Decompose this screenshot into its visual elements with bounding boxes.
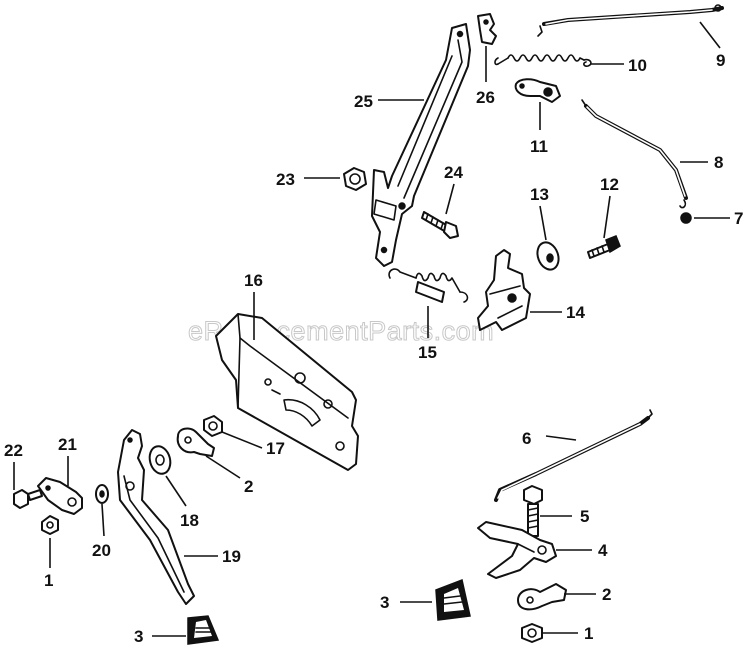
part-spring-lower <box>388 268 469 303</box>
part-lever-tab-a <box>176 427 215 457</box>
callout-5: 5 <box>580 507 589 526</box>
part-screw-24 <box>421 211 459 239</box>
part-clip <box>477 13 497 45</box>
part-throttle-arm <box>477 521 557 579</box>
callout-12: 12 <box>600 175 619 194</box>
callout-23: 23 <box>276 170 295 189</box>
part-governor-lever <box>371 23 471 267</box>
part-link-21 <box>37 477 83 515</box>
part-hex-nut-1a <box>41 515 59 535</box>
callout-22: 22 <box>4 441 23 460</box>
part-knob-a <box>187 615 220 645</box>
callout-20: 20 <box>92 541 111 560</box>
callout-18: 18 <box>180 511 199 530</box>
part-hex-nut-23 <box>343 167 367 191</box>
part-lever-tab-b <box>517 583 567 611</box>
part-throttle-rod <box>494 409 653 502</box>
part-screw-12 <box>587 235 621 259</box>
callout-10: 10 <box>628 56 647 75</box>
callout-9: 9 <box>716 51 725 70</box>
part-washer-13 <box>536 241 560 271</box>
callout-13: 13 <box>530 185 549 204</box>
part-governor-rod <box>537 4 724 37</box>
part-hex-nut-1b <box>521 623 543 643</box>
callout-3-left: 3 <box>134 627 143 646</box>
part-hex-nut-17 <box>203 415 223 437</box>
callout-26: 26 <box>476 88 495 107</box>
callout-25: 25 <box>354 92 373 111</box>
leader-lines <box>13 21 730 637</box>
callout-16: 16 <box>244 271 263 290</box>
callout-1-bottom: 1 <box>584 624 593 643</box>
callout-19: 19 <box>222 547 241 566</box>
callout-11: 11 <box>530 137 548 156</box>
part-bolt-5 <box>523 485 543 537</box>
part-bracket-14 <box>477 249 531 331</box>
part-throttle-lever <box>117 429 195 605</box>
part-lock-washer-20 <box>95 484 109 504</box>
part-washer-18 <box>148 445 172 475</box>
callout-3-right: 3 <box>380 593 389 612</box>
callout-2-bottom: 2 <box>602 585 611 604</box>
callout-21: 21 <box>58 435 77 454</box>
callout-4: 4 <box>598 541 608 560</box>
part-mounting-plate <box>215 313 359 471</box>
part-nut-small <box>680 212 692 224</box>
part-choke-rod <box>581 99 688 209</box>
part-screw-22 <box>13 489 43 509</box>
callout-24: 24 <box>444 163 463 182</box>
callout-2-middle: 2 <box>244 477 253 496</box>
callout-6: 6 <box>522 429 531 448</box>
part-knob-b <box>435 578 471 621</box>
part-governor-spring <box>494 54 592 67</box>
callout-labels: 25 26 9 10 11 8 7 23 24 13 12 16 14 15 1… <box>4 51 743 646</box>
part-bracket-small <box>514 78 561 103</box>
callout-15: 15 <box>418 343 437 362</box>
callout-8: 8 <box>714 153 723 172</box>
callout-14: 14 <box>566 303 585 322</box>
callout-1-left: 1 <box>44 571 53 590</box>
callout-17: 17 <box>266 439 285 458</box>
callout-7: 7 <box>734 209 743 228</box>
